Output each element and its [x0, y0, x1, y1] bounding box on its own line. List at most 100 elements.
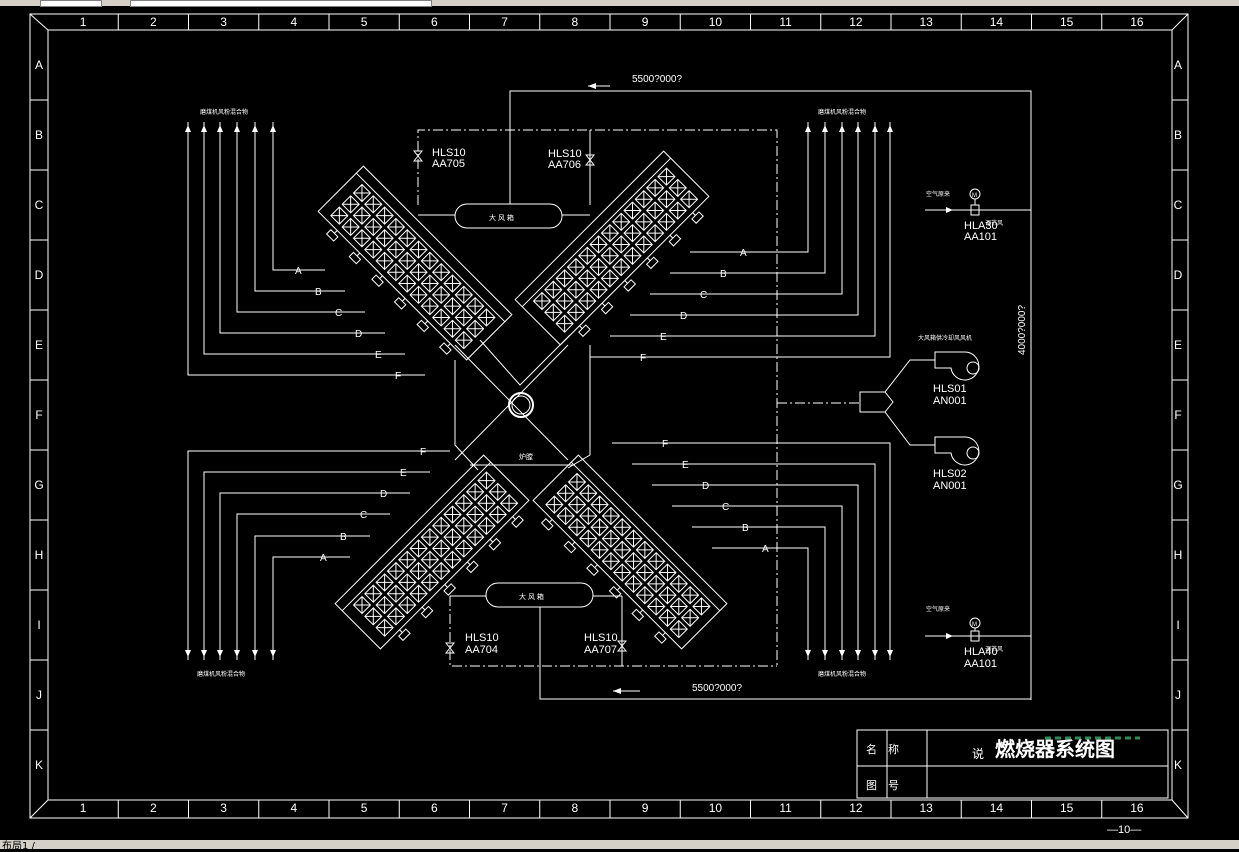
burner-level-label: A: [320, 553, 327, 564]
burner-cell: [454, 516, 474, 536]
svg-text:AA706: AA706: [548, 159, 581, 171]
burner-cell: [635, 585, 655, 605]
svg-text:调节风: 调节风: [985, 645, 1003, 653]
burner-level-label: D: [680, 311, 687, 322]
fuel-lead-line: [187, 450, 450, 660]
fuel-lead-line: [219, 492, 410, 660]
burner-cell: [443, 550, 462, 569]
fuel-lead-line: [652, 484, 859, 660]
burner-cell: [601, 552, 621, 571]
burner-cell: [646, 552, 666, 571]
burner-cell: [555, 314, 574, 333]
burner-cell: [454, 285, 473, 305]
grid-col-label: 2: [150, 801, 157, 815]
burner-cell: [443, 505, 462, 524]
burner-cell: [364, 584, 383, 603]
valve-aa704[interactable]: HLS10 AA704: [444, 632, 499, 656]
burner-level-label: F: [662, 439, 668, 450]
burner-cell: [386, 240, 406, 259]
burner-level-label: B: [315, 287, 322, 298]
grid-col-label: 5: [361, 801, 368, 815]
burner-cell: [657, 190, 676, 209]
burner-cell: [645, 223, 665, 243]
burner-cell: [634, 190, 654, 209]
svg-text:HLS02: HLS02: [933, 468, 967, 480]
burner-cell: [579, 484, 598, 503]
burner-cell: [578, 246, 597, 265]
burner-cell: [488, 482, 507, 502]
grid-row-label: C: [1174, 198, 1183, 212]
burner-level-label: F: [640, 353, 646, 364]
burner-level-label: E: [375, 350, 382, 361]
svg-text:大风箱供冷却风风机: 大风箱供冷却风风机: [918, 334, 972, 342]
frame-corner-tr: [1171, 13, 1189, 31]
burner-cell: [398, 251, 417, 271]
fuel-lead-line: [219, 122, 385, 334]
burner-cell: [657, 167, 676, 186]
grid-col-label: 13: [919, 801, 933, 815]
title-block-frame: [856, 729, 1169, 799]
windbox-top: 大 风 箱: [454, 203, 563, 229]
frame-corner-bl: [29, 799, 49, 819]
burner-cell: [578, 291, 597, 311]
svg-text:M: M: [972, 193, 977, 199]
valve-aa706[interactable]: HLS10 AA706: [548, 148, 596, 171]
svg-text:AA101: AA101: [964, 658, 997, 670]
toolbar-field-main[interactable]: [130, 0, 432, 7]
toolbar-field-left[interactable]: [40, 0, 102, 7]
valve-aa707[interactable]: HLS10 AA707: [584, 632, 628, 656]
burner-cell: [566, 303, 586, 322]
burner-level-label: F: [420, 447, 426, 458]
burner-cell: [635, 563, 655, 582]
burner-cell: [386, 217, 406, 237]
burner-cell: [589, 257, 608, 277]
fan-junction-icon: [859, 391, 894, 413]
burner-cell: [398, 274, 417, 293]
burner-cell: [601, 506, 621, 526]
burner-cell: [454, 330, 473, 350]
burner-cell: [600, 269, 620, 288]
grid-col-label: 15: [1060, 801, 1074, 815]
burner-cell: [341, 217, 360, 237]
svg-text:AA705: AA705: [432, 158, 465, 170]
burner-bank: [532, 454, 728, 650]
burner-cell: [556, 484, 575, 503]
burner-cell: [544, 303, 563, 322]
burner-cell: [499, 494, 519, 513]
burner-level-label: F: [395, 371, 401, 382]
status-strip: 布局1 /: [0, 840, 1239, 852]
burner-cell: [612, 257, 631, 277]
burner-cell: [375, 573, 394, 592]
air-supply-top: 空气原来 M HLA30 调节风 AA101: [925, 188, 1031, 243]
burner-level-label: C: [722, 502, 729, 513]
fuel-lead-line: [630, 122, 859, 316]
grid-row-label: E: [1174, 338, 1182, 352]
svg-text:空气原来: 空气原来: [926, 190, 950, 198]
burner-level-label: A: [295, 266, 302, 277]
burner-cell: [532, 291, 552, 311]
burner-cell: [375, 618, 394, 637]
burner-cell: [386, 607, 406, 626]
burner-cell: [679, 190, 699, 209]
svg-text:HLA40: HLA40: [964, 646, 998, 658]
burner-cell: [589, 235, 608, 254]
grid-row-label: B: [35, 128, 43, 142]
burner-bank: [334, 454, 530, 650]
burner-cell: [364, 607, 383, 626]
grid-col-label: 4: [291, 15, 298, 29]
burner-cell: [454, 308, 473, 327]
burner-cell: [477, 471, 496, 490]
grid-row-label: E: [35, 338, 43, 352]
burner-cell: [465, 296, 485, 316]
fuel-lead-line: [236, 513, 390, 660]
layout-tab[interactable]: 布局1 /: [2, 841, 35, 852]
valve-aa705[interactable]: HLS10 AA705: [412, 147, 466, 170]
grid-col-label: 1: [80, 801, 87, 815]
frame-corner-tl: [29, 13, 49, 31]
burner-cell: [432, 516, 451, 536]
burner-cell: [624, 529, 643, 548]
burner-level-label: D: [380, 489, 387, 500]
fuel-lead-line: [203, 471, 430, 660]
burner-cell: [431, 285, 451, 305]
